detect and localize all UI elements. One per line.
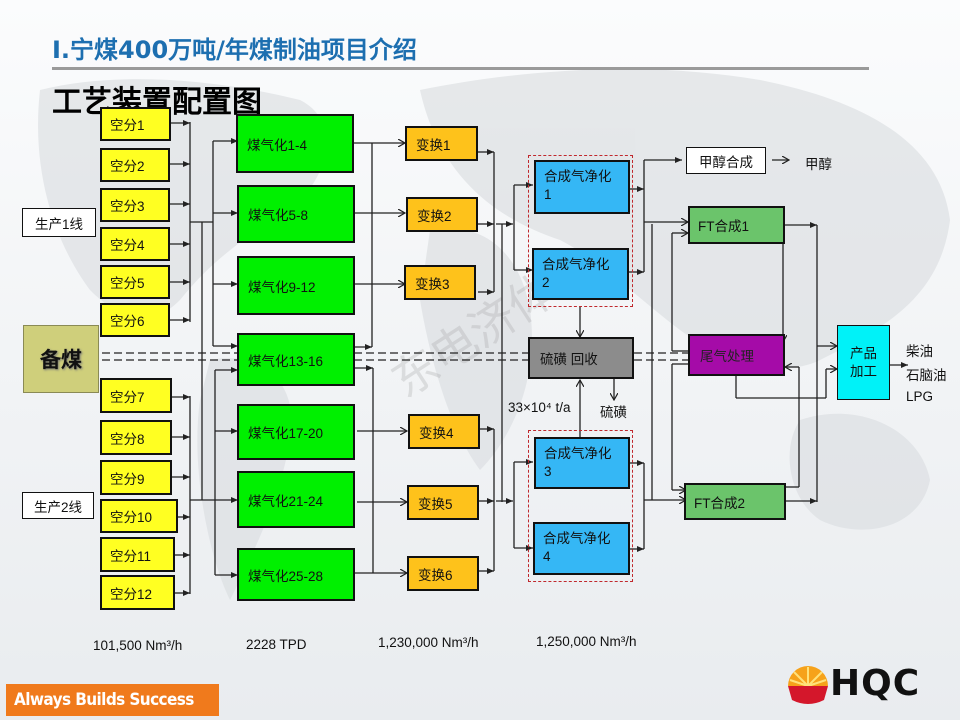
slogan-banner: Always Builds Success [6, 684, 219, 716]
shift-unit: 变换4 [408, 414, 480, 449]
shift-unit: 变换3 [404, 265, 476, 300]
syngas-cleanup-unit: 合成气净化 4 [533, 522, 630, 575]
page-title: I.宁煤400万吨/年煤制油项目介绍 [52, 36, 417, 64]
product-lpg: LPG [906, 389, 934, 404]
cleanup-name: 合成气净化 [544, 446, 612, 461]
gasifier-unit: 煤气化5-8 [237, 185, 355, 243]
product-diesel: 柴油 [906, 344, 933, 359]
syngas-cleanup-unit: 合成气净化 1 [534, 160, 630, 214]
sulfur-recovery-unit: 硫磺 回收 [528, 337, 634, 379]
sulfur-product-label: 硫磺 [600, 405, 627, 420]
product-upgrading-unit: 产品加工 [837, 325, 890, 400]
cleanup-name: 合成气净化 [544, 169, 612, 184]
cleanup-number: 4 [543, 549, 551, 564]
asu-unit: 空分3 [100, 188, 170, 222]
capacity-air-separation: 101,500 Nm³/h [93, 638, 183, 653]
backup-coal-box: 备煤 [23, 325, 99, 393]
production-line-1-label: 生产1线 [22, 208, 96, 237]
asu-unit: 空分12 [100, 575, 175, 610]
gasifier-unit: 煤气化13-16 [237, 333, 355, 386]
gasifier-unit: 煤气化9-12 [237, 256, 355, 315]
product-upgrading-line: 产品 [850, 345, 877, 361]
asu-unit: 空分2 [100, 148, 170, 182]
asu-unit: 空分7 [100, 378, 172, 413]
cleanup-group-2 [528, 430, 633, 582]
gasifier-unit: 煤气化21-24 [237, 471, 355, 528]
asu-unit: 空分9 [100, 460, 172, 495]
cleanup-name: 合成气净化 [542, 257, 610, 272]
methanol-synthesis-unit: 甲醇合成 [686, 147, 766, 174]
cleanup-number: 1 [544, 187, 552, 202]
syngas-cleanup-unit: 合成气净化 2 [532, 248, 629, 300]
cleanup-number: 2 [542, 275, 550, 290]
methanol-product-label: 甲醇 [805, 157, 832, 172]
capacity-cleanup: 1,250,000 Nm³/h [536, 634, 637, 649]
cleanup-number: 3 [544, 464, 552, 479]
gasifier-unit: 煤气化25-28 [237, 548, 355, 601]
asu-unit: 空分11 [100, 537, 175, 572]
tail-gas-treatment-unit: 尾气处理 [688, 334, 785, 376]
shift-unit: 变换1 [405, 126, 478, 161]
shift-unit: 变换6 [407, 556, 479, 591]
cleanup-name: 合成气净化 [543, 531, 611, 546]
cleanup-group-1 [528, 155, 633, 307]
ft-synthesis-unit: FT合成1 [688, 206, 785, 244]
shift-unit: 变换5 [407, 485, 479, 520]
asu-unit: 空分6 [100, 303, 170, 337]
asu-unit: 空分10 [100, 499, 178, 533]
shift-unit: 变换2 [406, 197, 478, 232]
product-upgrading-line: 加工 [850, 363, 877, 379]
gasifier-unit: 煤气化17-20 [237, 404, 355, 460]
hqc-logo-text: HQC [830, 663, 921, 704]
product-naphtha: 石脑油 [906, 368, 947, 383]
hqc-logo-icon [788, 666, 828, 704]
production-line-2-label: 生产2线 [22, 492, 94, 519]
capacity-gasification: 2228 TPD [246, 637, 307, 652]
syngas-cleanup-unit: 合成气净化 3 [534, 437, 630, 489]
asu-unit: 空分4 [100, 227, 170, 261]
asu-unit: 空分5 [100, 265, 170, 299]
capacity-shift: 1,230,000 Nm³/h [378, 635, 479, 650]
asu-unit: 空分1 [100, 107, 171, 141]
gasifier-unit: 煤气化1-4 [236, 114, 354, 173]
sulfur-capacity-label: 33×10⁴ t/a [508, 400, 571, 415]
ft-synthesis-unit: FT合成2 [684, 483, 786, 520]
asu-unit: 空分8 [100, 420, 172, 455]
title-divider [52, 67, 869, 70]
